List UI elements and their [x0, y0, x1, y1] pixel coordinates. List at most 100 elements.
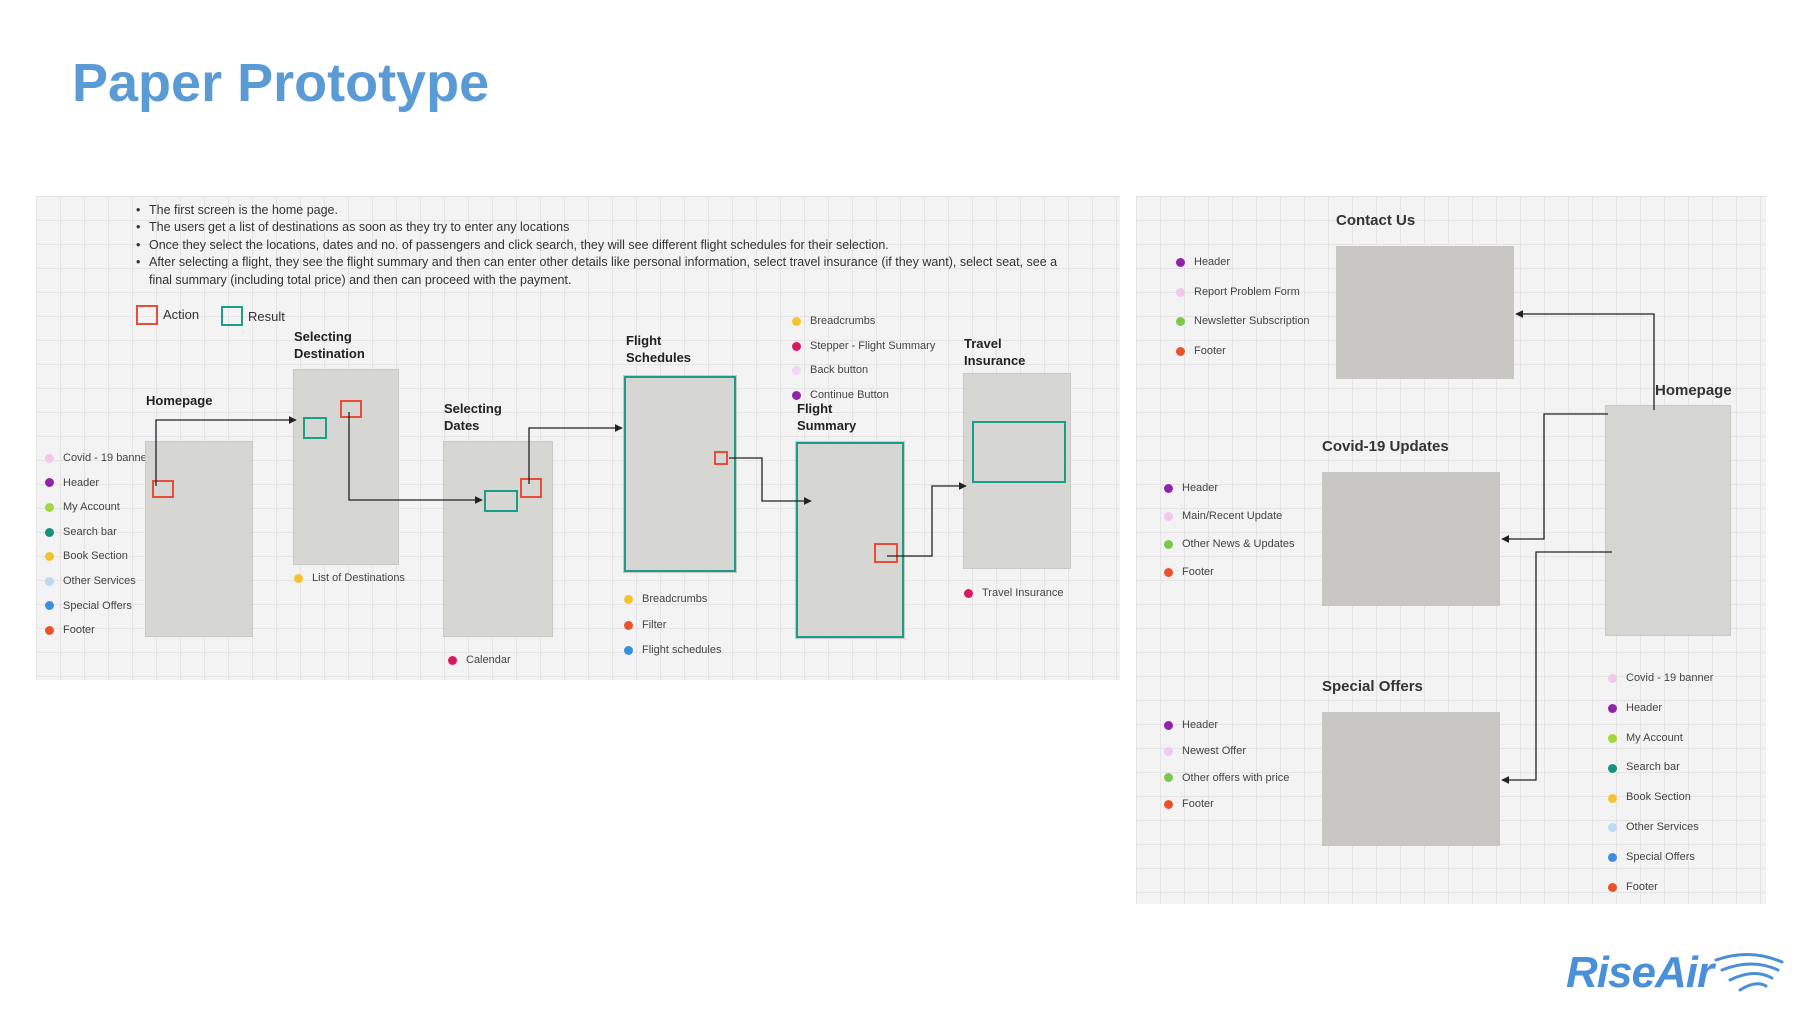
action-key-box [136, 305, 158, 325]
legend-item: Newsletter Subscription [1176, 307, 1310, 337]
flow-arrow [1515, 310, 1655, 410]
flow-arrow [1501, 413, 1608, 543]
homepage-flow-title: Homepage [146, 393, 213, 408]
header-dot [1176, 258, 1185, 268]
legend-item: Book Section [1608, 783, 1713, 813]
special-offers-title: Special Offers [1322, 678, 1423, 695]
footer-dot [1164, 567, 1173, 577]
flight-summary-sketch [796, 442, 904, 638]
intro-bullet: The users get a list of destinations as … [136, 219, 1069, 237]
selecting-destination-sketch [294, 370, 398, 564]
breadcrumbs-dot [792, 316, 801, 326]
legend-item: Stepper - Flight Summary [792, 334, 935, 359]
legend-item: Calendar [448, 654, 511, 666]
legend-item: Search bar [1608, 753, 1713, 783]
header-dot [1164, 720, 1173, 730]
flow-arrow [348, 412, 483, 504]
legend-item: My Account [1608, 724, 1713, 754]
legend-item: Footer [1164, 558, 1295, 586]
riseair-logo: RiseAir [1566, 948, 1714, 997]
search-bar-dot [1608, 763, 1617, 773]
header-dot [45, 478, 54, 488]
legend-item: Travel Insurance [964, 587, 1064, 599]
filter-dot [624, 620, 633, 630]
flow-arrow [887, 482, 967, 557]
result-highlight [484, 490, 518, 512]
newsletter-dot [1176, 317, 1185, 327]
insurance-legend: Travel Insurance [964, 587, 1064, 599]
result-highlight [303, 417, 327, 439]
legend-item: Breadcrumbs [624, 587, 722, 613]
book-section-dot [1608, 793, 1617, 803]
flow-arrow [1501, 551, 1612, 784]
homepage-legend-right: Covid - 19 banner Header My Account Sear… [1608, 664, 1713, 902]
action-key-label: Action [163, 307, 200, 322]
header-dot [1608, 704, 1617, 714]
homepage-sketch [146, 442, 252, 636]
action-highlight [152, 480, 174, 498]
legend-item: Header [1176, 248, 1310, 278]
legend-item: Continue Button [792, 383, 935, 408]
legend-item: List of Destinations [294, 572, 405, 584]
search-bar-dot [45, 527, 54, 537]
selecting-dates-sketch [444, 442, 552, 636]
legend-item: Header [1164, 474, 1295, 502]
main-update-dot [1164, 511, 1173, 521]
travel-insurance-sketch [964, 374, 1070, 568]
wing-icon [1714, 952, 1784, 992]
legend-item: Report Problem Form [1176, 278, 1310, 308]
legend-item: Back button [792, 358, 935, 383]
report-problem-dot [1176, 287, 1185, 297]
legend-item: Header [1608, 694, 1713, 724]
legend-item: Newest Offer [1164, 738, 1289, 764]
contact-us-sketch [1336, 246, 1514, 379]
covid-banner-dot [45, 453, 54, 463]
travel-insurance-dot [964, 588, 973, 598]
page-title: Paper Prototype [72, 53, 490, 113]
action-highlight [874, 543, 898, 563]
legend-item: Footer [1164, 791, 1289, 817]
legend-item: Other Services [1608, 813, 1713, 843]
continue-button-dot [792, 390, 801, 400]
stepper-dot [792, 341, 801, 351]
intro-bullets: The first screen is the home page. The u… [136, 202, 1069, 289]
legend-item: Other News & Updates [1164, 530, 1295, 558]
footer-dot [1608, 882, 1617, 892]
legend-item: Footer [1608, 873, 1713, 903]
result-highlight [972, 421, 1066, 483]
my-account-dot [1608, 733, 1617, 743]
legend-item: My Account [45, 495, 150, 520]
homepage-sketch-right [1606, 406, 1730, 635]
other-offers-dot [1164, 773, 1173, 783]
book-section-dot [45, 552, 54, 562]
covid-updates-sketch [1322, 472, 1500, 606]
back-button-dot [792, 366, 801, 376]
action-highlight [340, 400, 362, 418]
footer-dot [1164, 799, 1173, 809]
legend-item: Header [45, 471, 150, 496]
destinations-dot [294, 573, 303, 583]
legend-item: Special Offers [45, 594, 150, 619]
action-highlight [520, 478, 542, 498]
dates-legend: Calendar [448, 654, 511, 666]
flow-arrow [729, 457, 812, 505]
flight-schedules-dot [624, 646, 633, 656]
flight-schedules-sketch [624, 376, 736, 572]
contact-us-legend: Header Report Problem Form Newsletter Su… [1176, 248, 1310, 366]
legend-item: Footer [45, 618, 150, 643]
legend-item: Header [1164, 712, 1289, 738]
legend-item: Filter [624, 613, 722, 639]
result-key-box [221, 306, 243, 326]
legend-item: Footer [1176, 337, 1310, 367]
legend-item: Covid - 19 banner [45, 446, 150, 471]
intro-bullet: Once they select the locations, dates an… [136, 237, 1069, 255]
legend-item: Book Section [45, 544, 150, 569]
covid-updates-legend: Header Main/Recent Update Other News & U… [1164, 474, 1295, 586]
homepage-title: Homepage [1655, 382, 1732, 399]
newest-offer-dot [1164, 746, 1173, 756]
